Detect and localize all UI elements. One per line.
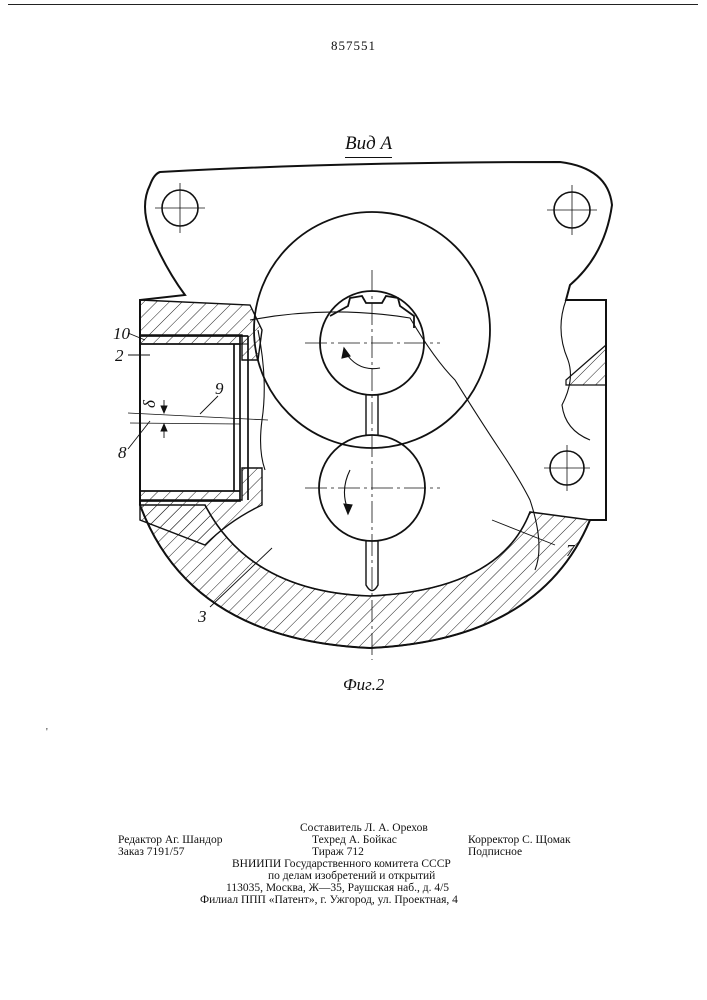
bolt-hole-top-right — [547, 185, 597, 235]
callout-delta: δ — [140, 399, 159, 408]
imprint-order: Заказ 7191/57 — [118, 846, 185, 859]
wall-section-top — [140, 300, 262, 360]
bolt-hole-top-left — [155, 183, 205, 233]
right-boss-section — [566, 345, 606, 385]
imprint-branch: Филиал ППП «Патент», г. Ужгород, ул. Про… — [200, 894, 458, 907]
upper-gear-rotation-arrow — [342, 348, 380, 369]
callout-3: 3 — [197, 607, 207, 626]
pipe-flange-10 — [140, 336, 248, 344]
lower-gear-rotation-arrow — [344, 470, 352, 514]
bolt-hole-right — [544, 445, 590, 491]
callout-2: 2 — [115, 346, 124, 365]
pipe-axis-line — [128, 413, 268, 420]
offset-axis-line — [130, 423, 240, 424]
pipe-wall-bottom — [140, 491, 240, 500]
callout-9: 9 — [215, 379, 224, 398]
figure-caption: Фиг.2 — [343, 675, 384, 695]
margin-mark: ' — [46, 727, 48, 738]
delta-dimension — [161, 400, 167, 438]
callout-10: 10 — [113, 324, 131, 343]
imprint-subscription: Подписное — [468, 846, 522, 859]
callout-8: 8 — [118, 443, 127, 462]
